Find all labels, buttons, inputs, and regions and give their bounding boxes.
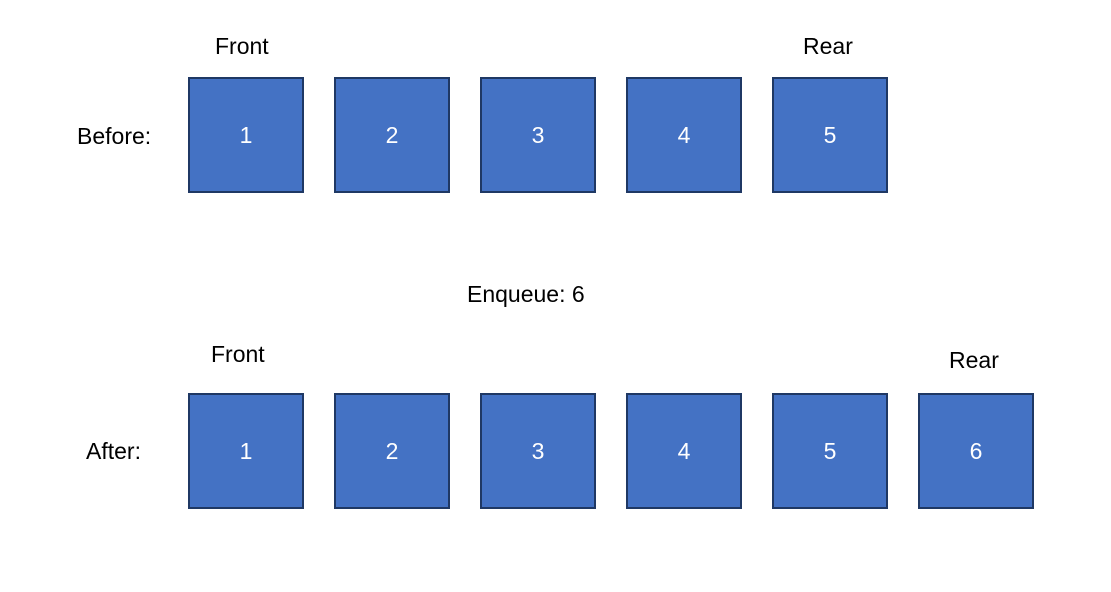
queue-element: 2	[334, 77, 450, 193]
before-front-label: Front	[215, 33, 269, 59]
queue-element: 6	[918, 393, 1034, 509]
after-front-label: Front	[211, 341, 265, 367]
after-queue-row: 1 2 3 4 5 6	[188, 393, 1034, 509]
queue-element: 2	[334, 393, 450, 509]
queue-element: 4	[626, 393, 742, 509]
after-rear-label: Rear	[949, 347, 999, 373]
queue-element: 5	[772, 77, 888, 193]
before-queue-row: 1 2 3 4 5	[188, 77, 888, 193]
queue-element: 5	[772, 393, 888, 509]
before-rear-label: Rear	[803, 33, 853, 59]
queue-element: 4	[626, 77, 742, 193]
queue-element: 1	[188, 393, 304, 509]
after-state-label: After:	[86, 438, 141, 464]
operation-label: Enqueue: 6	[467, 281, 585, 307]
queue-element: 1	[188, 77, 304, 193]
before-state-label: Before:	[77, 123, 152, 149]
queue-element: 3	[480, 393, 596, 509]
queue-element: 3	[480, 77, 596, 193]
